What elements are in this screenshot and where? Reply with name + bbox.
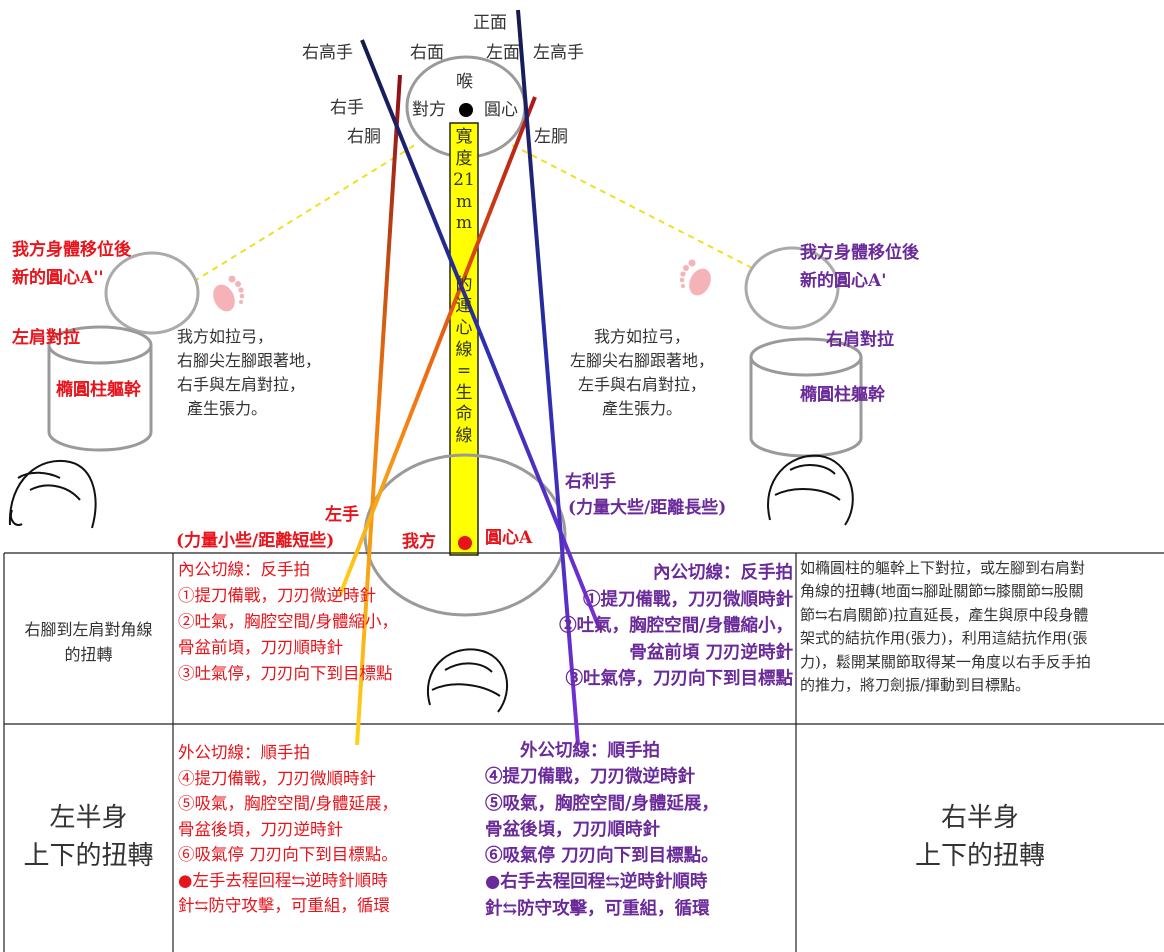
right-shift-title-2: 新的圓心A' bbox=[800, 271, 887, 291]
label-right-high-hand: 右高手 bbox=[302, 43, 353, 63]
left-shift-circle bbox=[104, 251, 200, 335]
row1-desc: 如橢圓柱的軀幹上下對拉，或左腳到右肩對 角線的扭轉(地面⇆腳趾關節⇆膝關節⇆股關… bbox=[800, 559, 1091, 694]
label-right-torso: 右胴 bbox=[347, 127, 381, 147]
left-side-desc: 我方如拉弓， 右腳尖左腳跟著地， 右手與左肩對拉， 產生張力。 bbox=[177, 327, 322, 418]
we-label: 我方 bbox=[402, 532, 436, 552]
row1-right-steps: 內公切線：反手拍 ①提刀備戰，刀刃微順時針 ②吐氣，胸腔空間/身體縮小， 骨盆前… bbox=[559, 563, 793, 690]
opponent-dot bbox=[459, 103, 473, 117]
table-grid bbox=[3, 552, 1164, 952]
right-hand-vertical-trajectory bbox=[516, 9, 580, 746]
center-head-icon bbox=[427, 648, 508, 713]
right-trunk-label: 橢圓柱軀幹 bbox=[800, 385, 885, 405]
row2-label-right: 右半身 上下的扭轉 bbox=[914, 803, 1045, 871]
row2-label-left: 左半身 上下的扭轉 bbox=[23, 803, 154, 871]
left-shoulder-label: 左肩對拉 bbox=[12, 328, 80, 348]
label-center: 圓心 bbox=[484, 100, 518, 120]
row1-label: 右腳到左肩對角線 的扭轉 bbox=[24, 620, 153, 664]
left-hand-note: (力量小些/距離短些) bbox=[176, 531, 335, 551]
row2-right-steps: 外公切線：順手拍 ④提刀備戰，刀刃微逆時針 ⑤吸氣，胸腔空間/身體延展， 骨盆後… bbox=[485, 741, 719, 919]
left-head-icon bbox=[8, 459, 97, 529]
right-footprint-icon bbox=[679, 259, 711, 296]
left-hand-vertical-trajectory bbox=[355, 74, 402, 746]
center-a-label: 圓心A bbox=[485, 528, 533, 548]
right-tangent-dash bbox=[511, 144, 796, 291]
right-hand-note: (力量大些/距離長些) bbox=[568, 498, 727, 518]
left-shift-title-1: 我方身體移位後 bbox=[12, 240, 131, 260]
right-hand-label: 右利手 bbox=[565, 472, 616, 492]
label-left-face: 左面 bbox=[486, 43, 520, 63]
center-a-dot bbox=[458, 536, 472, 550]
right-head-icon bbox=[767, 454, 854, 526]
left-hand-label: 左手 bbox=[325, 505, 359, 525]
life-line-bar bbox=[449, 122, 479, 556]
label-right-hand-top: 右手 bbox=[330, 98, 364, 118]
left-hand-diagonal-trajectory bbox=[338, 96, 537, 596]
left-tangent-dash bbox=[174, 144, 416, 294]
label-front: 正面 bbox=[473, 13, 507, 33]
label-throat: 喉 bbox=[456, 72, 473, 92]
row2-left-steps: 外公切線：順手拍 ④提刀備戰，刀刃微順時針 ⑤吸氣，胸腔空間/身體延展， 骨盆後… bbox=[178, 743, 399, 916]
right-side-desc: 我方如拉弓， 左腳尖右腳跟著地， 左手與右肩對拉， 產生張力。 bbox=[570, 327, 715, 418]
right-trunk-cylinder bbox=[749, 337, 863, 458]
label-right-face: 右面 bbox=[410, 43, 444, 63]
left-trunk-label: 橢圓柱軀幹 bbox=[56, 380, 141, 400]
right-shift-title-1: 我方身體移位後 bbox=[800, 243, 919, 263]
label-left-torso: 左胴 bbox=[534, 127, 568, 147]
life-line-text: 寬 度 21 m m 的 連 心 線 = 生 命 線 bbox=[453, 127, 475, 446]
label-opponent: 對方 bbox=[412, 100, 446, 120]
left-footprint-icon bbox=[213, 275, 245, 312]
left-trunk-cylinder bbox=[47, 325, 153, 452]
label-left-high-hand: 左高手 bbox=[533, 43, 584, 63]
row1-left-steps: 內公切線：反手拍 ①提刀備戰，刀刃微逆時針 ②吐氣，胸腔空間/身體縮小， 骨盆前… bbox=[178, 560, 399, 684]
right-shift-circle bbox=[744, 246, 840, 330]
right-shoulder-label: 右肩對拉 bbox=[826, 330, 894, 350]
left-shift-title-2: 新的圓心A'' bbox=[12, 268, 104, 288]
